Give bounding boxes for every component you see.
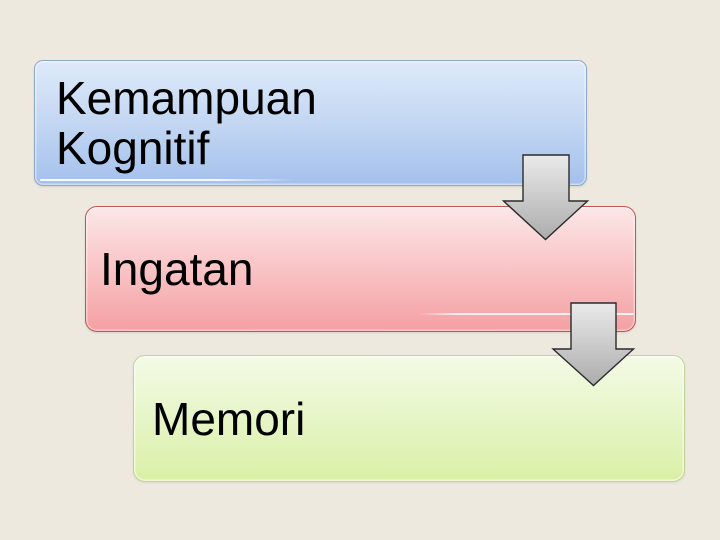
- diagram-box-memori: Memori: [133, 355, 685, 482]
- gloss-highlight-blue-box: [40, 179, 293, 181]
- diagram-box-kemampuan-kognitif: Kemampuan Kognitif: [34, 60, 587, 186]
- box-label-kemampuan-kognitif: Kemampuan Kognitif: [56, 72, 317, 174]
- gloss-highlight-pink-box: [418, 313, 634, 315]
- box-label-ingatan: Ingatan: [100, 243, 254, 295]
- box-label-memori: Memori: [152, 392, 306, 445]
